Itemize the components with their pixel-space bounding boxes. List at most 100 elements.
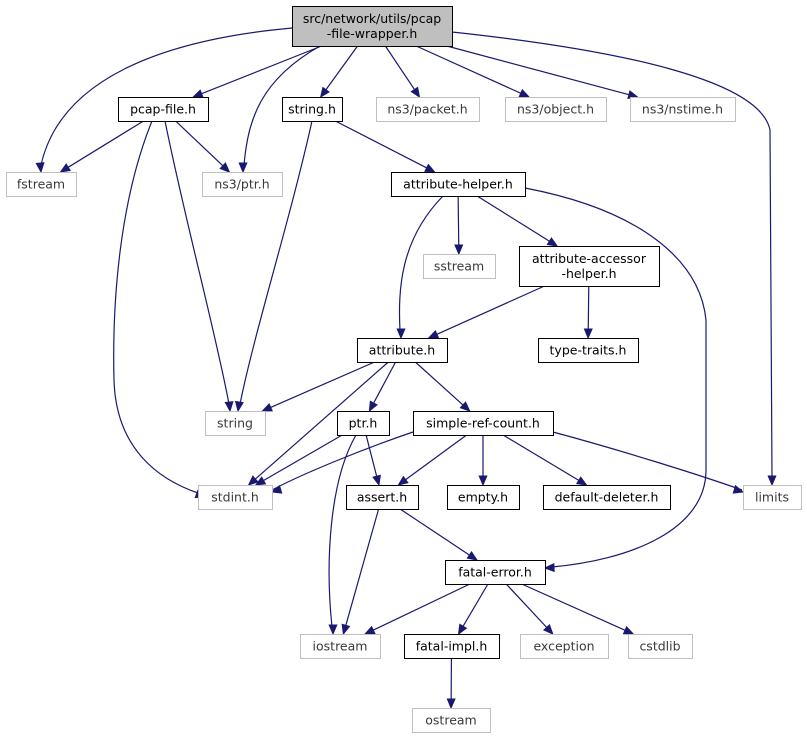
- edge-arrowhead: [454, 244, 464, 256]
- node-attribute-helper[interactable]: attribute-helper.h: [391, 172, 526, 197]
- edge-arrowhead: [410, 86, 421, 99]
- node-box: [413, 411, 554, 436]
- edge-pcap-file-to-stdint: [113, 120, 207, 499]
- edge-line: [243, 45, 321, 166]
- edge-line: [200, 45, 322, 95]
- node-label: -file-wrapper.h: [327, 26, 418, 41]
- edge-string-h-to-string: [234, 120, 313, 413]
- node-label: simple-ref-count.h: [426, 416, 540, 431]
- node-label: ns3/object.h: [517, 102, 594, 117]
- node-label: iostream: [313, 639, 368, 654]
- edge-simple-ref-count-to-empty: [478, 435, 488, 487]
- node-empty[interactable]: empty.h: [447, 485, 520, 510]
- edge-line: [446, 45, 631, 96]
- node-attribute-accessor-helper[interactable]: attribute-accessor-helper.h: [519, 246, 660, 287]
- edge-attribute-helper-to-attribute: [396, 195, 444, 340]
- edge-arrowhead: [328, 624, 338, 636]
- edge-line: [175, 120, 224, 167]
- edge-line: [372, 583, 471, 632]
- edge-line: [502, 434, 580, 482]
- node-label: attribute.h: [369, 343, 435, 358]
- edge-arrowhead: [575, 476, 588, 486]
- edge-line: [328, 434, 357, 628]
- node-assert[interactable]: assert.h: [346, 485, 419, 510]
- node-label: attribute-accessor: [532, 251, 647, 266]
- node-box: [543, 485, 671, 510]
- node-box: [445, 560, 546, 585]
- edge-arrowhead: [424, 163, 436, 173]
- node-ns3-packet: ns3/packet.h: [376, 97, 480, 122]
- node-fatal-impl[interactable]: fatal-impl.h: [404, 634, 500, 659]
- node-label: cstdlib: [639, 639, 680, 654]
- edge-arrowhead: [372, 474, 381, 487]
- node-box: [118, 97, 209, 122]
- node-pcap-file[interactable]: pcap-file.h: [118, 97, 209, 122]
- node-root[interactable]: src/network/utils/pcap-file-wrapper.h: [292, 6, 453, 47]
- node-box: [412, 708, 491, 733]
- edge-arrowhead: [518, 88, 531, 98]
- edge-arrowhead: [224, 401, 234, 413]
- edge-arrowhead: [363, 625, 376, 635]
- node-fstream: fstream: [6, 172, 77, 197]
- node-label: ostream: [425, 713, 476, 728]
- edge-line: [113, 120, 199, 494]
- edge-pcap-file-to-fstream: [59, 120, 144, 173]
- edge-root-to-limits: [451, 31, 777, 487]
- node-simple-ref-count[interactable]: simple-ref-count.h: [413, 411, 554, 436]
- node-string: string: [205, 411, 266, 436]
- edge-attribute-to-string: [261, 361, 375, 412]
- edge-root-to-pcap-file: [192, 45, 322, 98]
- edge-line: [462, 583, 489, 628]
- node-string-h[interactable]: string.h: [282, 97, 343, 122]
- edge-arrowhead: [59, 163, 71, 173]
- edge-arrowhead: [261, 403, 273, 412]
- edge-arrowhead: [219, 162, 231, 173]
- node-ptr[interactable]: ptr.h: [337, 411, 390, 436]
- edge-line: [271, 431, 414, 491]
- node-box: [292, 6, 453, 47]
- edge-line: [398, 195, 444, 332]
- edge-root-to-fstream: [35, 27, 293, 174]
- edges-layer: [35, 27, 777, 710]
- node-box: [447, 485, 520, 510]
- edge-fatal-error-to-cstdlib: [521, 583, 635, 635]
- edge-line: [404, 434, 467, 481]
- node-label: type-traits.h: [550, 343, 627, 358]
- nodes-layer: src/network/utils/pcap-file-wrapper.h pca…: [6, 6, 802, 733]
- edge-string-h-to-attribute-helper: [335, 120, 436, 173]
- edge-fatal-error-to-iostream: [363, 583, 471, 635]
- node-default-deleter[interactable]: default-deleter.h: [543, 485, 671, 510]
- node-fatal-error[interactable]: fatal-error.h: [445, 560, 546, 585]
- edge-pcap-file-to-ns3-ptr: [175, 120, 231, 173]
- node-limits: limits: [743, 485, 802, 510]
- node-label: string.h: [288, 102, 336, 117]
- edge-line: [521, 583, 627, 632]
- node-ns3-object: ns3/object.h: [505, 97, 607, 122]
- node-attribute[interactable]: attribute.h: [357, 338, 448, 363]
- node-label: fatal-error.h: [458, 565, 532, 580]
- edge-simple-ref-count-to-stdint: [270, 431, 414, 494]
- edge-fatal-impl-to-ostream: [446, 657, 456, 710]
- node-ns3-ptr: ns3/ptr.h: [202, 172, 283, 197]
- edge-attribute-helper-to-attribute-accessor-helper: [476, 195, 559, 247]
- edge-simple-ref-count-to-default-deleter: [502, 434, 588, 486]
- node-box: [743, 485, 802, 510]
- edge-line: [164, 120, 230, 405]
- node-cstdlib: cstdlib: [628, 634, 693, 659]
- edge-arrowhead: [234, 400, 244, 413]
- node-label: ns3/nstime.h: [642, 102, 723, 117]
- node-box: [423, 254, 496, 279]
- node-type-traits[interactable]: type-traits.h: [538, 338, 639, 363]
- edge-line: [67, 120, 144, 169]
- edge-ptr-to-iostream: [328, 434, 357, 636]
- node-label: default-deleter.h: [555, 490, 659, 505]
- edge-fatal-error-to-exception: [505, 583, 554, 635]
- node-box: [202, 172, 283, 197]
- edge-line: [435, 285, 545, 336]
- node-label: sstream: [434, 259, 484, 274]
- edge-arrowhead: [622, 625, 635, 635]
- node-label: assert.h: [357, 490, 407, 505]
- edge-line: [324, 45, 359, 91]
- node-label: ns3/packet.h: [387, 102, 467, 117]
